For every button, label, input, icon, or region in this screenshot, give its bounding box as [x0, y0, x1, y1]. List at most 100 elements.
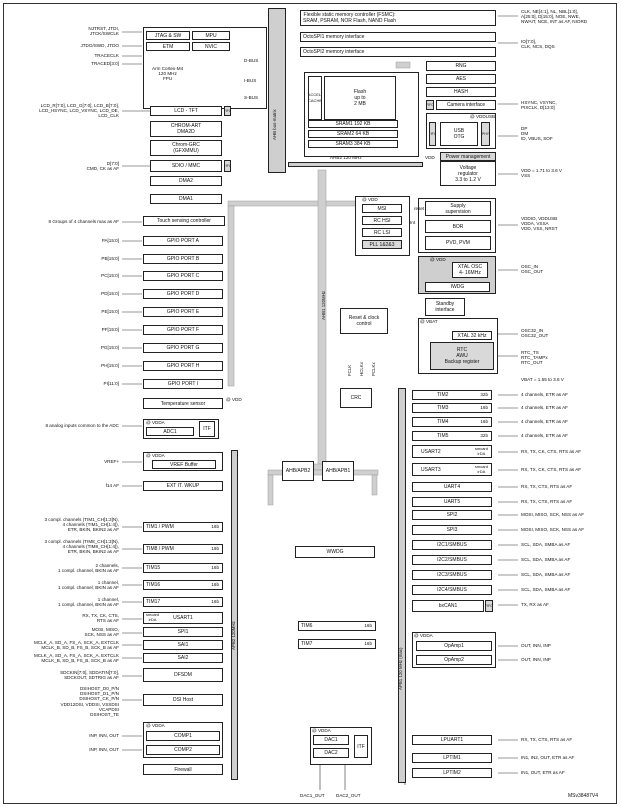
pin-can: TX, RX as AF — [521, 602, 549, 607]
lcd-tft-block: LCD - TFT — [150, 106, 222, 116]
tim7-name: TIM7 — [301, 641, 313, 647]
tim5-bits: 32b — [480, 433, 488, 438]
sram1-block: SRAM1 192 KB — [308, 120, 398, 128]
gpio-port-a: GPIO PORT A — [143, 236, 223, 246]
comp2-block: COMP2 — [146, 745, 220, 755]
pin-traced: TRACED[3:0] — [91, 61, 119, 66]
ahb1-label: AHB1 120MHz — [321, 290, 326, 320]
pin-pi: PI[11:0] — [103, 381, 120, 386]
opamp2-block: OpAmp2 — [416, 655, 492, 665]
spi3-block: SPI3 — [412, 525, 492, 535]
usb-phy: PHY — [481, 122, 490, 146]
tim5-name: TIM5 — [437, 433, 449, 439]
tim3-name: TIM3 — [437, 405, 449, 411]
voltage-regulator-block: Voltage regulator 3.3 to 1.2 V — [440, 161, 496, 186]
tim7-bits: 16b — [364, 641, 372, 646]
msi-block: MSI — [362, 204, 402, 213]
ahb-apb2-bridge: AHB/APB2 — [282, 461, 314, 481]
vdd-tag-osc: @ VDD — [362, 197, 378, 202]
iwdg-block: IWDG — [425, 282, 490, 292]
fclk-label: FCLK — [347, 364, 352, 376]
tim6-name: TIM6 — [301, 623, 313, 629]
pin-usart1: RX, TX, CK, CTS, RTS as AF — [82, 613, 119, 624]
rc-hsi-block: RC HSI — [362, 216, 402, 225]
pin-spi2: MOSI, MISO, SCK, NSS as AF — [521, 512, 585, 517]
rtc-block: RTC AWU Backup register — [430, 342, 494, 370]
pin-i2c3: SCL, SDA, SMBA as AF — [521, 572, 571, 577]
pin-sai1: MCLK_A, SD_A, FS_A, SCK_A, EXTCLK MCLK_B… — [33, 640, 119, 651]
dsi-host-block: DSI Host — [143, 694, 223, 706]
lpuart1-block: LPUART1 — [412, 735, 492, 745]
temperature-sensor-block: Temperature sensor — [143, 398, 223, 409]
pin-pe: PE[15:0] — [101, 309, 119, 314]
vref-buffer-block: VREF Buffer — [152, 460, 216, 469]
adc-itf-block: ITF — [199, 421, 215, 437]
gpio-port-g: GPIO PORT G — [143, 343, 223, 353]
tim1-bits: 16b — [211, 524, 219, 529]
xtal32-block: XTAL 32 kHz — [452, 331, 492, 340]
tim15-name: TIM15 — [146, 565, 161, 571]
tim17-bits: 16b — [211, 599, 219, 604]
dac-itf-block: ITF — [354, 735, 368, 758]
tim16-name: TIM16 — [146, 582, 161, 588]
pin-pf: PF[15:0] — [101, 327, 119, 332]
pin-octospi: IO[7:0], CLK, NCS, DQS — [521, 39, 555, 50]
pin-vbat: VBAT = 1.55 to 3.6 V — [521, 377, 564, 382]
tim7-block: TIM7 16b — [298, 639, 376, 649]
opamp1-block: OpAmp1 — [416, 641, 492, 651]
pin-tim2: 4 channels, ETR as AF — [521, 392, 568, 397]
comp1-block: COMP1 — [146, 731, 220, 741]
bor-block: BOR — [425, 220, 491, 233]
pvd-block: PVD, PVM — [425, 236, 491, 250]
pin-dfsdm: SDCKIN[7:0], SDDATIN[7:0], SDCKOUT, SDTR… — [60, 670, 119, 681]
pin-traceclk: TRACECLK — [94, 53, 119, 58]
i2c2-block: I2C2/SMBUS — [412, 555, 492, 565]
supply-supervision-block: Supply supervision — [425, 201, 491, 216]
usart2-smcard: smcard irDA — [474, 445, 488, 456]
vbat-tag: @ VBAT — [420, 319, 438, 324]
nvic-block: NVIC — [192, 42, 230, 51]
pin-spi1: MOSI, MISO, SCK, NSS as AF — [84, 627, 119, 638]
ahb2-bus — [288, 162, 423, 167]
usart2-block: USART2 smcard irDA — [412, 445, 492, 458]
aes-block: AES — [426, 74, 496, 84]
pin-jtdo: JTDO/SWD, JTDO — [80, 43, 119, 48]
tim16-bits: 16b — [211, 582, 219, 587]
pin-i2c2: SCL, SDA, SMBA as AF — [521, 557, 571, 562]
wwdg-block: WWDG — [295, 546, 375, 558]
usart2-name: USART2 — [421, 448, 441, 455]
pin-usb: DP DM ID, VBUS, SOF — [521, 126, 553, 142]
pin-fsmc: CLK, NE[4:1], NL, NBL[1:0], A[25:0], D[1… — [521, 9, 588, 25]
pin-sai2: MCLK_A, SD_A, FS_A, SCK_A, EXTCLK MCLK_B… — [33, 653, 119, 664]
pin-i2c1: SCL, SDA, SMBA as AF — [521, 542, 571, 547]
pin-comp1: INP, INN, OUT — [89, 733, 119, 738]
i2c3-block: I2C3/SMBUS — [412, 570, 492, 580]
tim8-bits: 16b — [211, 546, 219, 551]
power-management-block: Power management — [440, 152, 496, 161]
etm-block: ETM — [146, 42, 190, 51]
sram3-block: SRAM3 384 KB — [308, 140, 398, 148]
ahb-bus-matrix — [268, 8, 286, 173]
dac2-block: DAC2 — [313, 748, 349, 758]
uart4-block: UART4 — [412, 482, 492, 492]
int-label: Int — [410, 220, 416, 225]
diagram-frame — [3, 3, 617, 804]
touch-sensing-block: Touch sensing controller — [143, 216, 225, 226]
pin-lcd: LCD_R[7:0], LCD_G[7:0], LCD_B[7:0], LCD_… — [39, 103, 119, 119]
sdio-block: SDIO / MMC — [150, 160, 222, 172]
vdda-tag-adc: @ VDDA — [146, 420, 165, 425]
tim1-name: TIM1 / PWM — [146, 524, 174, 530]
reset-clock-block: Reset & clock control — [340, 308, 388, 334]
tim8-name: TIM8 / PWM — [146, 546, 174, 552]
mpu-block: MPU — [192, 31, 230, 40]
pin-camera: HSYNC, VSYNC, PIXCLK, D[13:0] — [521, 100, 557, 111]
tim2-name: TIM2 — [437, 392, 449, 398]
gpio-port-b: GPIO PORT B — [143, 254, 223, 264]
tim5-block: TIM5 32b — [412, 431, 492, 441]
pin-tim3: 4 channels, ETR as AF — [521, 405, 568, 410]
camera-block: Camera interface — [436, 100, 496, 110]
